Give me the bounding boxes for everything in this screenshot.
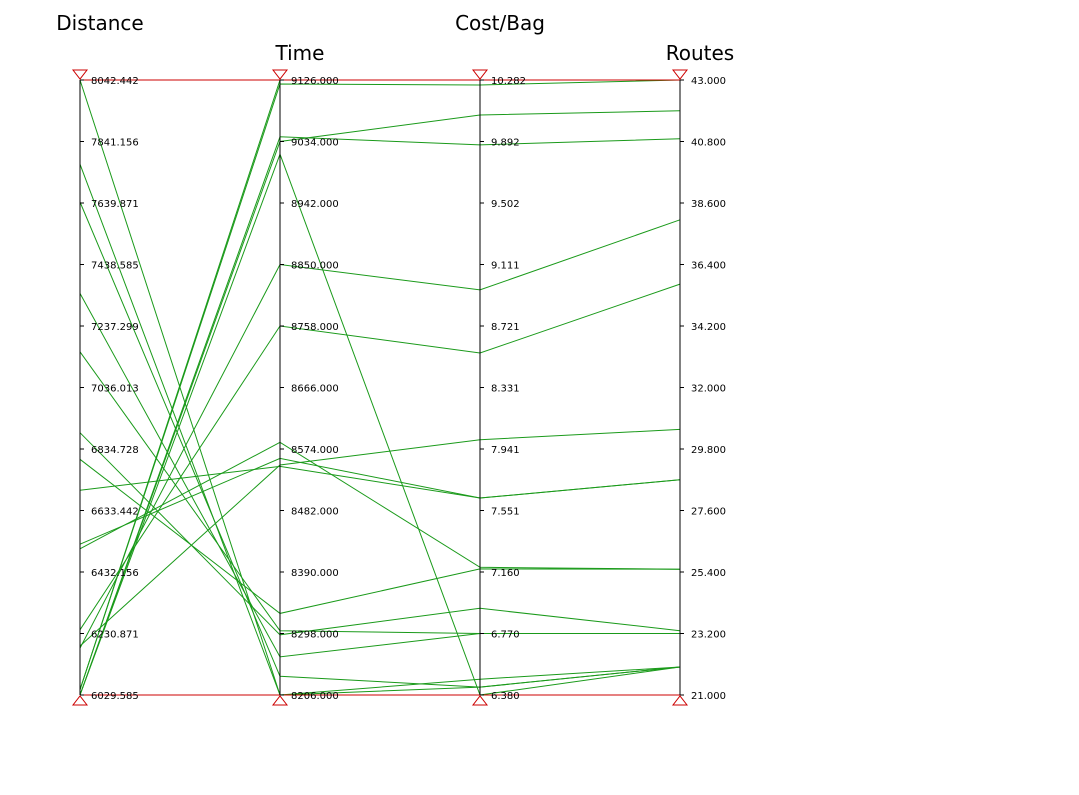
data-line-8 [79,457,681,545]
axis-title-cost-bag: Cost/Bag [455,11,545,35]
tick-label: 25.400 [691,568,726,579]
tick-label: 9034.000 [291,138,339,149]
tick-label: 32.000 [691,384,726,395]
data-line-6 [79,458,681,614]
tick-label: 9.111 [491,261,520,272]
tick-label: 40.800 [691,138,726,149]
axis-title-distance: Distance [56,11,143,35]
tick-label: 8850.000 [291,261,339,272]
data-line-17 [79,152,681,696]
tick-label: 7237.299 [91,322,139,333]
data-line-12 [79,136,681,696]
tick-label: 6.380 [491,691,520,702]
min-handle-icon [71,695,89,706]
data-line-11 [79,219,681,649]
tick-label: 36.400 [691,261,726,272]
tick-label: 38.600 [691,199,726,210]
max-handle-icon [271,69,289,80]
data-line-9 [79,441,681,570]
polylines-layer [79,79,681,696]
tick-label: 43.000 [691,76,726,87]
axis-title-routes: Routes [666,41,734,65]
tick-label: 34.200 [691,322,726,333]
tick-label: 8482.000 [291,507,339,518]
tick-label: 7.941 [491,445,520,456]
tick-label: 10.282 [491,76,526,87]
tick-label: 8.331 [491,384,520,395]
tick-label: 6834.728 [91,445,139,456]
tick-label: 7841.156 [91,138,139,149]
data-line-2 [79,201,681,688]
data-line-4 [79,351,680,634]
min-handle-icon [271,695,289,706]
tick-label: 8666.000 [291,384,339,395]
max-handle-icon [71,69,89,80]
max-handle-icon [471,69,489,80]
tick-label: 9126.000 [291,76,339,87]
tick-label: 8298.000 [291,630,339,641]
tick-label: 8758.000 [291,322,339,333]
axis-distance: Distance 8042.442 7841.156 7639.871 7438.585… [56,11,144,706]
axis-title-time: Time [275,41,325,65]
data-line-10 [79,283,681,631]
tick-label: 6.770 [491,630,520,641]
tick-label: 7.551 [491,507,520,518]
axis-time: Time 9126.000 9034.000 8942.000 8850.000 8758… [271,41,339,706]
data-line-1 [79,164,681,696]
tick-label: 6633.442 [91,507,139,518]
data-line-13 [79,110,681,696]
data-line-14 [79,79,680,690]
tick-label: 23.200 [691,630,726,641]
tick-label: 8574.000 [291,445,339,456]
tick-label: 9.892 [491,138,520,149]
max-handle-icon [671,69,689,80]
tick-label: 7438.585 [91,261,139,272]
axes-layer: Distance 8042.442 7841.156 7639.871 7438.585… [56,11,734,706]
axis-cost-bag: Cost/Bag 10.282 9.892 9.502 9.111 8.721 8.331 7… [455,11,545,706]
min-handle-icon [471,695,489,706]
data-line-16 [79,428,681,647]
tick-label: 6432.156 [91,568,139,579]
tick-label: 9.502 [491,199,520,210]
tick-label: 8390.000 [291,568,339,579]
tick-label: 8.721 [491,322,520,333]
data-line-15 [79,79,681,690]
tick-label: 27.600 [691,507,726,518]
tick-label: 6029.585 [91,691,139,702]
tick-label: 6230.871 [91,630,139,641]
tick-label: 21.000 [691,691,726,702]
data-line-0 [79,79,681,696]
axis-routes: Routes 43.000 40.800 38.600 36.400 34.200 32.0… [666,41,734,706]
tick-label: 7639.871 [91,199,139,210]
bound-lines-layer [80,79,680,696]
tick-label: 8942.000 [291,199,339,210]
tick-label: 7036.013 [91,384,139,395]
tick-label: 7.160 [491,568,520,579]
data-line-5 [79,432,681,636]
tick-label: 29.800 [691,445,726,456]
tick-label: 8206.000 [291,691,339,702]
min-handle-icon [671,695,689,706]
tick-label: 8042.442 [91,76,139,87]
